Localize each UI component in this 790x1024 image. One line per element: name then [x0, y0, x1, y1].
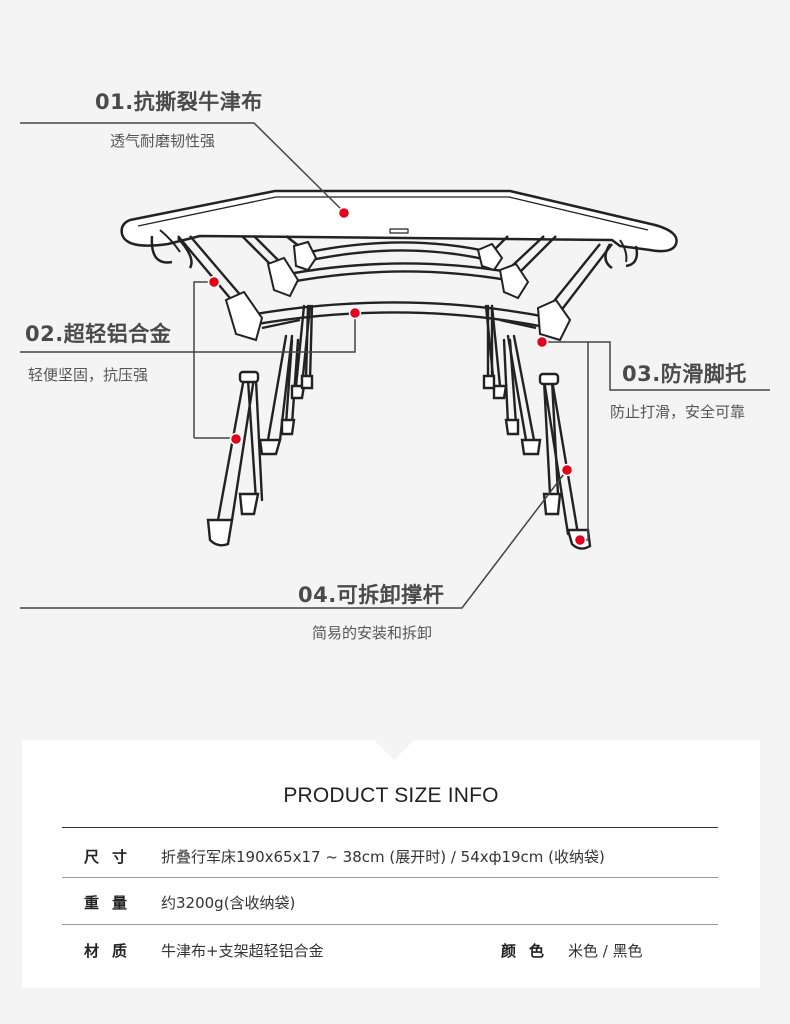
callout-frame-subtitle: 轻便坚固，抗压强 — [28, 366, 149, 384]
material-label: 材质 — [84, 942, 141, 960]
info-title: PRODUCT SIZE INFO — [283, 784, 499, 807]
cot-fabric — [120, 189, 678, 263]
callout-foot-title: 03.防滑脚托 — [622, 362, 747, 386]
info-divider — [62, 827, 718, 828]
marker-frame-joint — [207, 275, 221, 289]
color-label: 颜色 — [501, 942, 558, 960]
callout-foot-subtitle: 防止打滑，安全可靠 — [610, 403, 746, 421]
cot-end-loops — [150, 235, 639, 270]
cot-illustration — [20, 122, 770, 609]
marker-foot — [535, 335, 549, 349]
material-value: 牛津布+支架超轻铝合金 — [161, 942, 324, 960]
weight-label: 重量 — [84, 894, 141, 912]
callout-strut-title: 04.可拆卸撑杆 — [298, 583, 445, 607]
callout-markers — [207, 206, 587, 547]
callout-leaders — [20, 122, 770, 609]
product-diagram: 01.抗撕裂牛津布 透气耐磨韧性强 02.超轻铝合金 轻便坚固，抗压强 03.防… — [20, 90, 770, 642]
product-size-info-panel: PRODUCT SIZE INFO 尺寸 折叠行军床190x65x17 ~ 38… — [22, 740, 760, 988]
cot-legs — [206, 304, 592, 550]
size-value: 折叠行军床190x65x17 ~ 38cm (展开时) / 54xф19cm (… — [161, 848, 605, 866]
callout-fabric-title: 01.抗撕裂牛津布 — [95, 90, 263, 114]
marker-foot-cap — [573, 533, 587, 547]
weight-value: 约3200g(含收纳袋) — [161, 894, 296, 912]
marker-frame — [348, 306, 362, 320]
color-value: 米色 / 黑色 — [568, 942, 643, 960]
info-divider — [62, 877, 718, 878]
size-label: 尺寸 — [84, 848, 141, 866]
info-divider — [62, 924, 718, 925]
marker-strut — [560, 463, 574, 477]
marker-fabric — [337, 206, 351, 220]
callout-fabric-subtitle: 透气耐磨韧性强 — [110, 132, 216, 150]
marker-frame-leg — [229, 432, 243, 446]
callout-frame-title: 02.超轻铝合金 — [25, 322, 172, 346]
callout-strut-subtitle: 简易的安装和拆卸 — [312, 624, 433, 642]
panel-notch — [370, 736, 418, 760]
frame-joints — [224, 240, 572, 342]
